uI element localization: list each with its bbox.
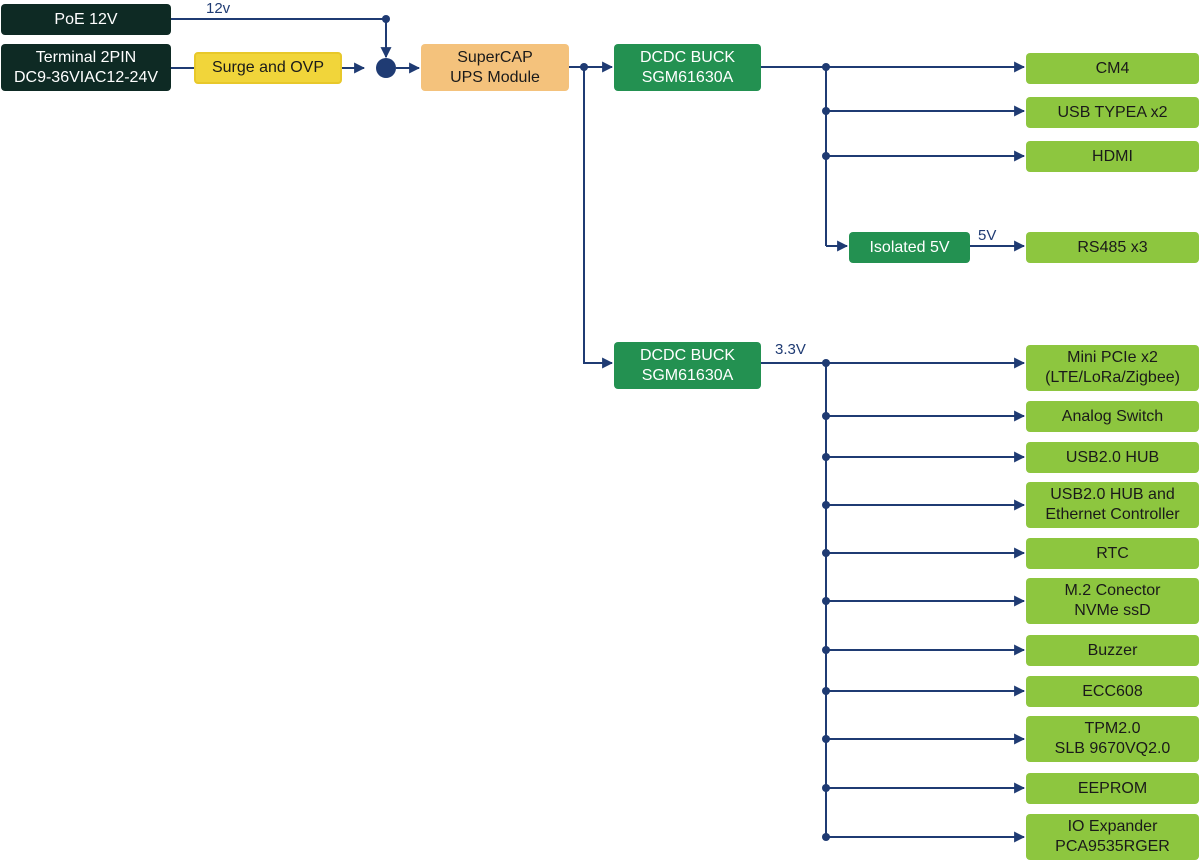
terminal-label-line2: DC9-36VIAC12-24V [13, 68, 159, 86]
output-label-line1: IO Expander [1067, 818, 1158, 835]
output-label-line1: TPM2.0 [1084, 720, 1141, 737]
output-ecc608: ECC608 [1026, 676, 1199, 707]
junction-dot-3v3 [822, 453, 830, 461]
surge-label: Surge and OVP [211, 59, 325, 76]
label-3v3: 3.3V [775, 341, 806, 358]
junction-dot-3v3 [822, 359, 830, 367]
output-hdmi: HDMI [1026, 141, 1199, 172]
output-label: CM4 [1095, 59, 1130, 77]
junction-dot-5v-hdmi [822, 152, 830, 160]
output-rtc: RTC [1026, 538, 1199, 569]
supercap-ups-block: SuperCAP UPS Module [421, 44, 569, 91]
label-12v: 12v [206, 0, 231, 17]
junction-dot-3v3 [822, 687, 830, 695]
junction-dot-3v3 [822, 549, 830, 557]
junction-dot-poe [382, 15, 390, 23]
output-analog-switch: Analog Switch [1026, 401, 1199, 432]
terminal-input: Terminal 2PIN DC9-36VIAC12-24V [1, 44, 171, 91]
surge-ovp-block: Surge and OVP [194, 52, 342, 84]
output-io-expander: IO Expander PCA9535RGER [1026, 814, 1199, 860]
buck2-label-line1: DCDC BUCK [639, 346, 736, 364]
output-mini-pcie: Mini PCIe x2 (LTE/LoRa/Zigbee) [1026, 345, 1199, 391]
ups-label-line2: UPS Module [450, 68, 540, 86]
output-m2-nvme: M.2 Conector NVMe ssD [1026, 578, 1199, 624]
output-label: USB2.0 HUB [1065, 448, 1160, 466]
output-label: EEPROM [1077, 779, 1148, 797]
output-label-line1: USB2.0 HUB and [1050, 486, 1175, 503]
buck2-label-line2: SGM61630A [641, 366, 734, 384]
output-label-line2: SLB 9670VQ2.0 [1054, 740, 1171, 757]
junction-dot-3v3 [822, 784, 830, 792]
output-label-line2: Ethernet Controller [1045, 506, 1180, 523]
output-label-line1: M.2 Conector [1064, 582, 1161, 599]
buck1-label-line1: DCDC BUCK [639, 48, 736, 66]
buck1-label-line2: SGM61630A [641, 68, 734, 86]
isolated-5v-block: Isolated 5V [849, 232, 970, 263]
output-label-line2: PCA9535RGER [1055, 838, 1170, 855]
output-label-line2: (LTE/LoRa/Zigbee) [1045, 369, 1180, 386]
junction-node [376, 58, 396, 78]
junction-dot-3v3 [822, 735, 830, 743]
label-5v: 5V [978, 227, 997, 244]
isolated-label: Isolated 5V [869, 238, 950, 256]
output-usb2-hub-ethernet: USB2.0 HUB and Ethernet Controller [1026, 482, 1199, 528]
output-eeprom: EEPROM [1026, 773, 1199, 804]
output-buzzer: Buzzer [1026, 635, 1199, 666]
junction-dot-3v3 [822, 501, 830, 509]
output-label: ECC608 [1082, 682, 1143, 700]
junction-dot-3v3 [822, 833, 830, 841]
output-label-line2: NVMe ssD [1074, 602, 1151, 619]
output-label-line1: Mini PCIe x2 [1067, 349, 1158, 366]
output-label: RS485 x3 [1077, 238, 1148, 256]
terminal-label-line1: Terminal 2PIN [35, 48, 137, 66]
junction-dot-3v3 [822, 412, 830, 420]
junction-dot-5v-usb [822, 107, 830, 115]
poe-12v-input: PoE 12V [1, 4, 171, 35]
output-tpm: TPM2.0 SLB 9670VQ2.0 [1026, 716, 1199, 762]
output-label: USB TYPEA x2 [1057, 103, 1168, 121]
dcdc-buck-3v3-block: DCDC BUCK SGM61630A [614, 342, 761, 389]
output-label: HDMI [1092, 147, 1133, 165]
junction-dot-3v3 [822, 646, 830, 654]
ups-label-line1: SuperCAP [457, 48, 533, 66]
output-label: RTC [1096, 544, 1129, 562]
poe-label: PoE 12V [54, 10, 118, 28]
output-usb2-hub: USB2.0 HUB [1026, 442, 1199, 473]
output-cm4: CM4 [1026, 53, 1199, 84]
junction-dot-ups [580, 63, 588, 71]
output-usb-typea: USB TYPEA x2 [1026, 97, 1199, 128]
junction-dot-3v3 [822, 597, 830, 605]
output-rs485: RS485 x3 [1026, 232, 1199, 263]
junction-dot-5v-cm4 [822, 63, 830, 71]
dcdc-buck-5v-block: DCDC BUCK SGM61630A [614, 44, 761, 91]
output-label: Buzzer [1087, 641, 1138, 659]
output-label: Analog Switch [1061, 407, 1164, 425]
wire-ups-buck2 [583, 67, 614, 369]
